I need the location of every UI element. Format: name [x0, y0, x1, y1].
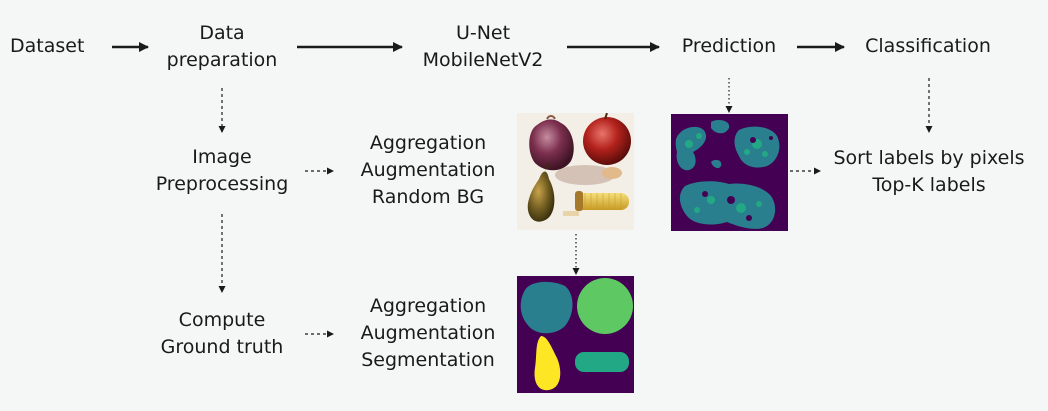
node-unet: U-Net MobileNetV2 — [408, 20, 558, 74]
prediction-mask — [671, 114, 788, 231]
node-sort-labels-line2: Top-K labels — [872, 174, 986, 196]
node-unet-line2: MobileNetV2 — [422, 49, 544, 71]
node-aug-bg-line2: Augmentation — [360, 159, 496, 181]
node-image-preprocessing: Image Preprocessing — [140, 144, 304, 198]
node-aggregation-segmentation: Aggregation Augmentation Segmentation — [345, 293, 511, 374]
node-sort-labels-line1: Sort labels by pixels — [833, 147, 1025, 169]
node-classification: Classification — [852, 33, 1004, 60]
node-compute-gt-line1: Compute — [178, 309, 266, 331]
node-aggregation-random-bg: Aggregation Augmentation Random BG — [345, 130, 511, 211]
node-aug-bg-line3: Random BG — [371, 186, 485, 208]
node-image-preproc-line2: Preprocessing — [155, 173, 289, 195]
node-prediction-label: Prediction — [681, 35, 777, 57]
node-prediction: Prediction — [666, 33, 792, 60]
node-dataset: Dataset — [10, 33, 84, 60]
node-data-prep-line2: preparation — [166, 49, 278, 71]
node-unet-line1: U-Net — [455, 22, 511, 44]
node-sort-labels: Sort labels by pixels Top-K labels — [822, 145, 1036, 199]
node-classification-label: Classification — [865, 35, 991, 57]
node-data-prep-line1: Data — [199, 22, 245, 44]
node-aug-bg-line1: Aggregation — [369, 132, 487, 154]
node-aug-seg-line1: Aggregation — [369, 295, 487, 317]
node-aug-seg-line3: Segmentation — [361, 349, 495, 371]
node-image-preproc-line1: Image — [192, 146, 252, 168]
segmentation-mask — [517, 276, 634, 393]
composite-photo — [517, 113, 634, 230]
node-compute-ground-truth: Compute Ground truth — [140, 307, 304, 361]
node-dataset-label: Dataset — [10, 35, 85, 57]
node-compute-gt-line2: Ground truth — [160, 336, 284, 358]
node-data-preparation: Data preparation — [157, 20, 287, 74]
node-aug-seg-line2: Augmentation — [360, 322, 496, 344]
